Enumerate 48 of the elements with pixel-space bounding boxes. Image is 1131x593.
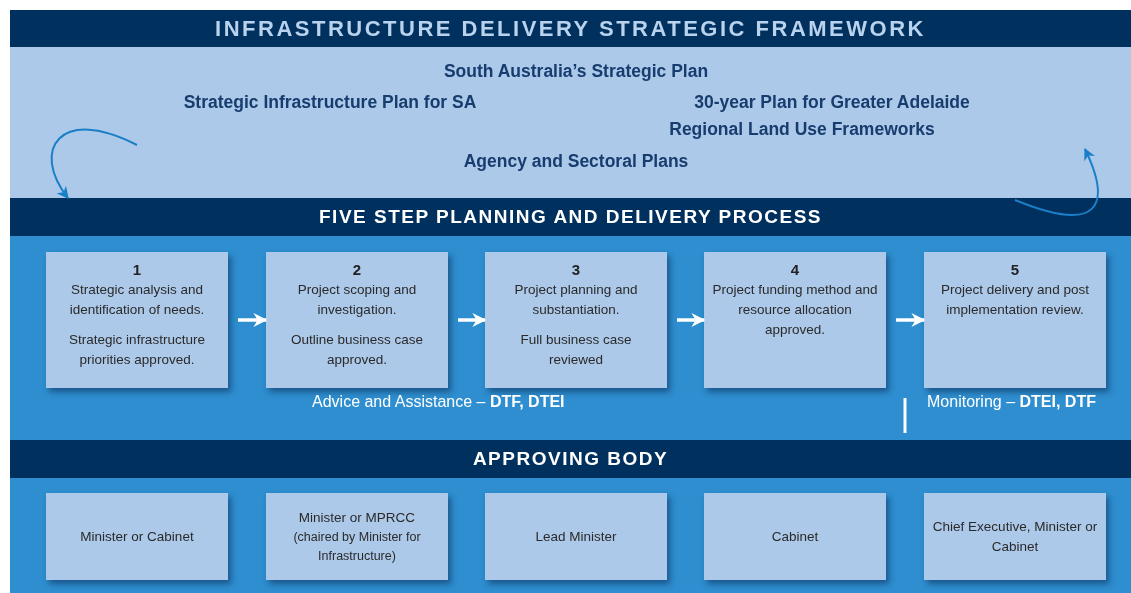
step-text: Project planning and substantiation. [513, 281, 639, 319]
arrow [896, 313, 926, 327]
step-number: 5 [1010, 262, 1020, 278]
step-number: 1 [132, 262, 142, 278]
step-number: 2 [352, 262, 362, 278]
approver-note: (chaired by Minister for Infrastructure) [292, 528, 422, 565]
step-text: Strategic infrastructure priorities approved. [68, 331, 206, 369]
approver-text: Minister or Cabinet [80, 527, 194, 546]
arrow [677, 313, 706, 327]
approver-box [924, 493, 1106, 580]
step-box [266, 252, 448, 388]
step-text: Project delivery and post implementation review. [940, 281, 1090, 319]
step-box [46, 252, 228, 388]
process-band [10, 440, 1131, 593]
plans-panel [10, 47, 1131, 198]
role-note: Monitoring – DTEI, DTF [927, 393, 1096, 411]
step-text: Project funding method and resource allocation approved. [712, 281, 878, 339]
band-heading: FIVE STEP PLANNING AND DELIVERY PROCESS [10, 198, 1131, 236]
approver-box [266, 493, 448, 580]
step-box [704, 252, 886, 388]
step-text: Full business case reviewed [519, 331, 633, 369]
step-text: Outline business case approved. [289, 331, 425, 369]
plan-name: Regional Land Use Frameworks [669, 119, 935, 140]
arrow [458, 313, 487, 327]
plan-name: Strategic Infrastructure Plan for SA [183, 92, 477, 113]
curved-arrow [1014, 147, 1099, 216]
step-box [485, 252, 667, 388]
approver-box [46, 493, 228, 580]
step-box [924, 252, 1106, 388]
approver-box [485, 493, 667, 580]
arrow [238, 313, 268, 327]
plan-name: South Australia’s Strategic Plan [443, 61, 709, 82]
approver-box [704, 493, 886, 580]
step-number: 3 [571, 262, 581, 278]
approver-text: Cabinet [771, 527, 819, 546]
role-note: Advice and Assistance – DTF, DTEI [312, 393, 565, 411]
plan-name: Agency and Sectoral Plans [463, 151, 689, 172]
plan-name: 30-year Plan for Greater Adelaide [694, 92, 970, 113]
approver-text: Chief Executive, Minister or Cabinet [932, 517, 1098, 556]
diagram-title: INFRASTRUCTURE DELIVERY STRATEGIC FRAMEWORK [215, 15, 926, 42]
band-heading: APPROVING BODY [10, 440, 1131, 478]
approver-text: Minister or MPRCC [298, 508, 416, 527]
approver-text: Lead Minister [535, 527, 617, 546]
process-band [10, 198, 1131, 440]
step-number: 4 [790, 262, 800, 278]
curved-arrow [50, 128, 138, 199]
step-text: Project scoping and investigation. [296, 281, 418, 319]
step-text: Strategic analysis and identification of needs. [68, 281, 206, 319]
